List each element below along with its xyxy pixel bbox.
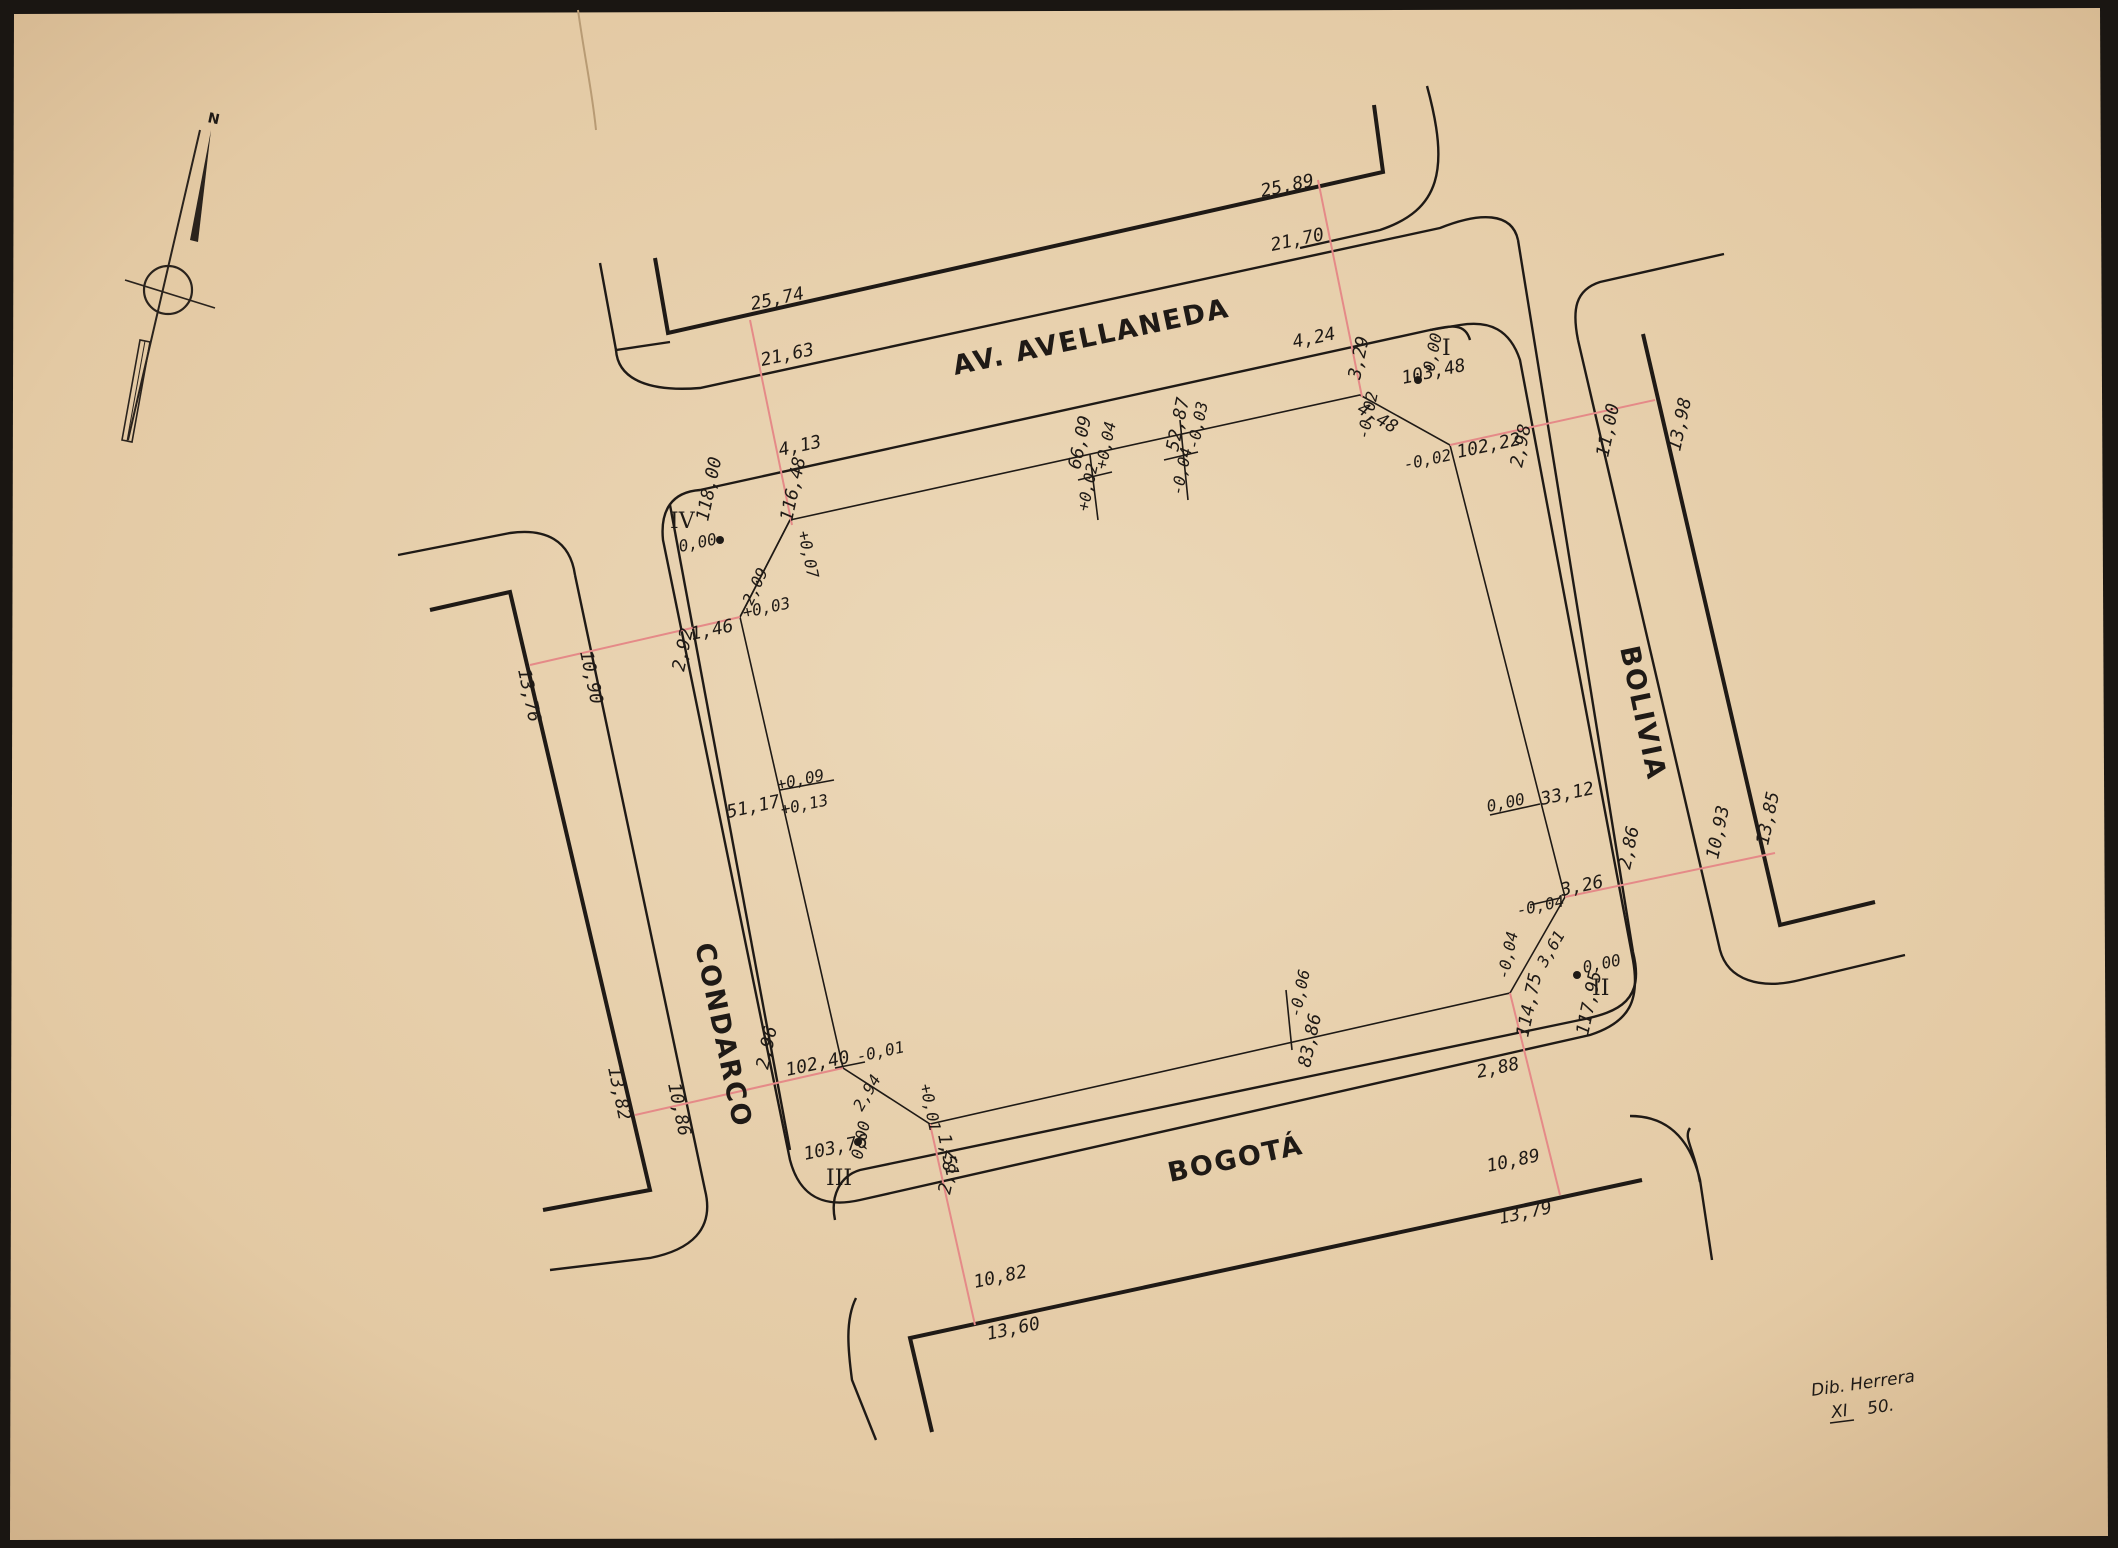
tick-corner-II	[1529, 897, 1561, 906]
corner-I-dot	[1414, 376, 1422, 384]
measure-ticks	[779, 419, 1561, 1069]
bolivia-curb-east	[1576, 339, 1906, 985]
tick-corner-III	[834, 1061, 866, 1069]
paper-crease	[577, 9, 597, 131]
bolivia-property-east	[1641, 333, 1876, 928]
avellaneda-curb-north-right	[1299, 85, 1440, 250]
tick-bogota-mid	[1285, 989, 1293, 1051]
north-arrow-crossbar	[124, 279, 216, 309]
corner-label-III: III	[826, 1166, 852, 1191]
avellaneda-curb-south	[614, 216, 1520, 390]
signature-year: 50.	[1866, 1395, 1896, 1419]
tick-north-mid-2	[1179, 419, 1189, 501]
north-arrow-ring	[142, 264, 194, 316]
tick-condarco-mid	[779, 779, 835, 791]
north-arrow-tail	[121, 339, 151, 443]
paper-sheet	[10, 8, 2108, 1540]
survey-line-condarco-south	[634, 1067, 844, 1116]
tick-north-mid-1	[1089, 454, 1099, 521]
bolivia-curb-west	[1516, 239, 1635, 953]
tick-north-mid-2-bar	[1163, 451, 1199, 461]
survey-lines	[529, 179, 1776, 1326]
block-outer-curb	[661, 322, 1637, 1204]
condarco-property-west	[429, 589, 653, 1212]
bogota-curb-south-outer	[1629, 1114, 1714, 1261]
condarco-curb-block	[668, 504, 792, 1151]
signature-month-underline	[1829, 1419, 1855, 1424]
street-curbs	[397, 85, 1906, 1441]
block-outer-curb-top	[699, 325, 1472, 492]
survey-line-bogota-east	[1509, 992, 1561, 1196]
corner-label-IV: IV	[670, 509, 696, 534]
north-arrow-needle	[190, 130, 211, 242]
corner-IV-chamfer-line	[739, 519, 791, 618]
survey-line-bolivia-south	[1564, 852, 1776, 898]
survey-line-bolivia-north	[1449, 399, 1656, 446]
north-arrow-tail-line	[126, 340, 146, 442]
condarco-curb-west-outer	[397, 530, 577, 576]
condarco-curb-east-outer	[549, 574, 709, 1272]
survey-line-avellaneda-west	[749, 319, 793, 526]
tick-bolivia-mid	[1489, 803, 1541, 816]
tick-north-mid-1-bar	[1077, 471, 1113, 481]
bolivia-curb-east-top	[1574, 252, 1725, 341]
avellaneda-property-north	[653, 104, 1386, 336]
corner-markers	[716, 376, 1581, 1146]
corner-III-dot	[854, 1138, 862, 1146]
north-arrow-icon: N	[121, 110, 221, 443]
corner-label-II: II	[1592, 976, 1609, 1001]
survey-line-condarco-north	[529, 616, 741, 666]
signature-month: XI	[1829, 1401, 1849, 1423]
corner-II-dot	[1573, 971, 1581, 979]
north-label: N	[206, 110, 221, 128]
corner-IV-dot	[716, 536, 724, 544]
bogota-property-south	[907, 1178, 1643, 1433]
survey-line-bogota-west	[929, 1123, 976, 1326]
corner-label-I: I	[1442, 336, 1451, 361]
north-arrow-shaft	[127, 129, 201, 441]
bogota-curb-south-left	[847, 1297, 878, 1441]
survey-line-avellaneda-east	[1317, 179, 1363, 398]
